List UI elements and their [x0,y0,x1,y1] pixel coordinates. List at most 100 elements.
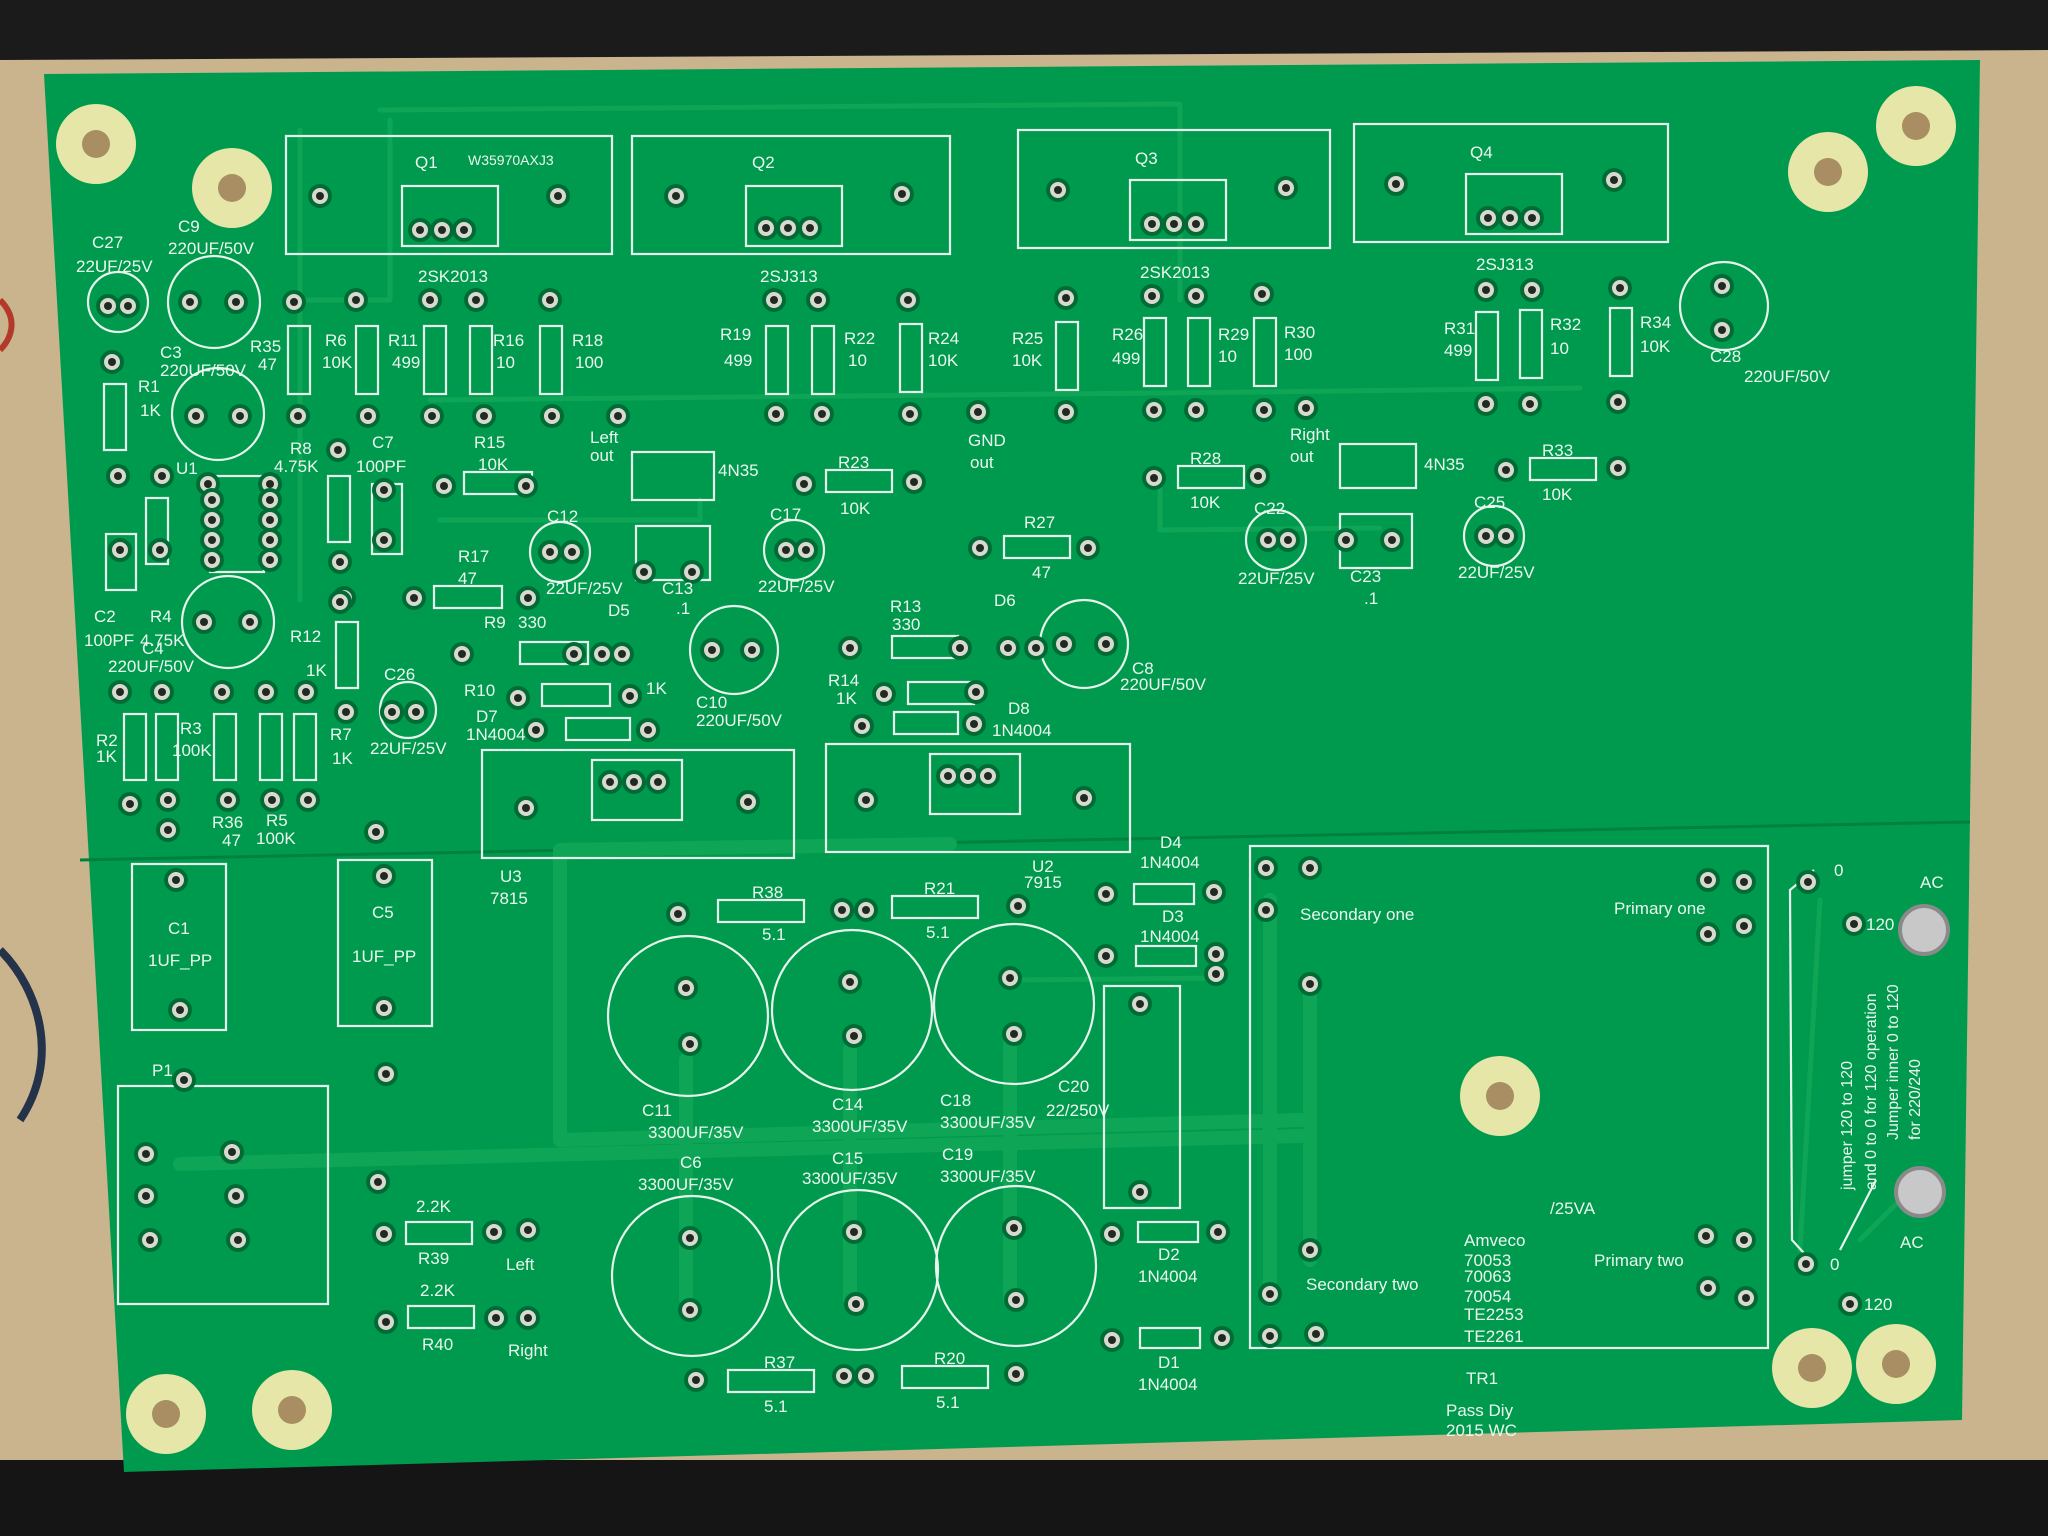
silkscreen-label: 2SJ313 [1476,255,1534,274]
pad-drill [862,796,870,804]
silkscreen-label: 1K [140,401,161,420]
silkscreen-label: R28 [1190,449,1221,468]
silkscreen-label: R13 [890,597,921,616]
solder-pads [96,168,1866,1392]
silkscreen-label: 120 [1864,1295,1892,1314]
pad-drill [208,516,216,524]
pad-drill [1528,286,1536,294]
pad-drill [1850,920,1858,928]
silkscreen-label: 22UF/25V [370,739,447,758]
pad-drill [1392,180,1400,188]
silkscreen-label: R39 [418,1249,449,1268]
silkscreen-label: R21 [924,879,955,898]
board-split-line [79,820,1971,862]
silkscreen-label: C3 [160,343,182,362]
pad-drill [840,1372,848,1380]
silkscreen-label: R26 [1112,325,1143,344]
pad-drill [1264,536,1272,544]
silkscreen-label: R19 [720,325,751,344]
pad-drill [1802,1260,1810,1268]
silkscreen-label: C14 [832,1095,863,1114]
pad-drill [426,296,434,304]
silkscreen-label: Secondary two [1306,1275,1418,1294]
pad-drill [1012,1370,1020,1378]
capacitor-outlines [86,254,1770,1358]
pad-drill [1528,214,1536,222]
silkscreen-label: 1N4004 [1138,1375,1198,1394]
silkscreen-label: 5.1 [936,1393,960,1412]
pad-drill [1102,952,1110,960]
silkscreen-label: R8 [290,439,312,458]
silkscreen-label: Primary two [1594,1251,1684,1270]
silkscreen-label: 499 [392,353,420,372]
pad-drill [984,772,992,780]
pad-drill [688,568,696,576]
jumper-note: and 0 to 0 for 120 operation [1863,993,1880,1190]
mounting-hole-drill [1814,158,1842,186]
pad-drill [440,482,448,490]
pad-drill [342,708,350,716]
pad-drill [492,1314,500,1322]
pad-drill [1014,902,1022,910]
pad-drill [208,536,216,544]
silkscreen-label: 47 [258,355,277,374]
silkscreen-label: U3 [500,867,522,886]
mounting-hole-drill [218,174,246,202]
pad-drill [246,618,254,626]
pad-drill [1102,890,1110,898]
silkscreen-label: D4 [1160,833,1182,852]
pad-drill [480,412,488,420]
pad-drill [1804,878,1812,886]
pad-drill [1148,220,1156,228]
pad-drill [172,876,180,884]
silkscreen-label: P1 [152,1061,173,1080]
pad-drill [644,726,652,734]
pad-drill [336,558,344,566]
silkscreen-label: C15 [832,1149,863,1168]
pad-drill [1214,1228,1222,1236]
pad-drill [266,496,274,504]
pad-drill [1740,922,1748,930]
silkscreen-label: /25VA [1550,1199,1596,1218]
pad-drill [598,650,606,658]
silkscreen-label: 22/250V [1046,1101,1110,1120]
silkscreen-label: TR1 [1466,1369,1498,1388]
silkscreen-label: Pass Diy [1446,1401,1514,1420]
pad-drill [304,796,312,804]
pad-drill [1266,1332,1274,1340]
pad-drill [1212,950,1220,958]
pad-drill [364,412,372,420]
pad-drill [380,486,388,494]
silkscreen-label: R30 [1284,323,1315,342]
silkscreen-label: R17 [458,547,489,566]
silkscreen-label: Q2 [752,153,775,172]
silkscreen-label: R29 [1218,325,1249,344]
pad-drill [514,694,522,702]
silkscreen-label: C26 [384,665,415,684]
silkscreen-label: R38 [752,883,783,902]
pad-drill [334,446,342,454]
pad-drill [1610,176,1618,184]
mounting-hole-drill [1902,112,1930,140]
silkscreen-label: 5.1 [762,925,786,944]
silkscreen-label: 3300UF/35V [940,1167,1036,1186]
mounting-hole-drill [82,130,110,158]
pad-drill [164,826,172,834]
pad-drill [554,192,562,200]
silkscreen-label: D3 [1162,907,1184,926]
pad-drill [164,796,172,804]
pad-drill [1704,876,1712,884]
pad-drill [1342,536,1350,544]
silkscreen-label: R24 [928,329,959,348]
silkscreen-label: R15 [474,433,505,452]
pad-drill [858,722,866,730]
silkscreen-label: 100PF [84,631,134,650]
pad-drill [850,1032,858,1040]
silkscreen-label: Left [590,428,619,447]
pad-drill [1254,472,1262,480]
silkscreen-label: 0 [1834,861,1843,880]
silkscreen-label: .1 [1364,589,1378,608]
silkscreen-label: R22 [844,329,875,348]
pad-drill [970,720,978,728]
pad-drill [1102,640,1110,648]
